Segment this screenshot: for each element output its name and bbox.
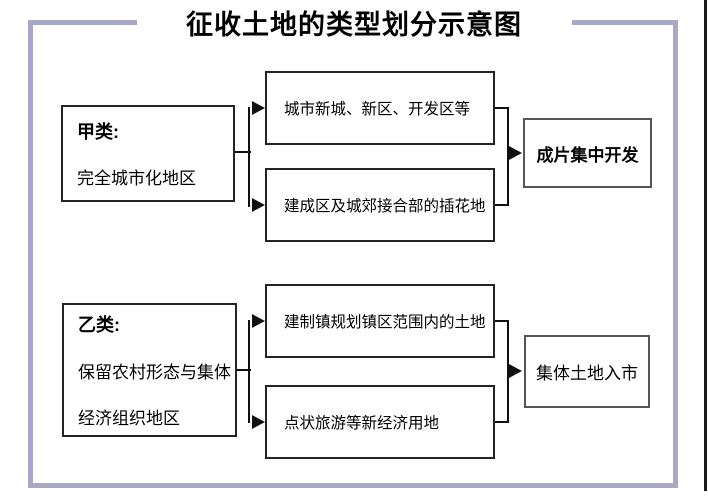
branch-a2-label: 建成区及城郊接合部的插花地 [284,198,486,215]
category-a-heading: 甲类: [77,122,119,142]
box-result-a: 成片集中开发 [523,118,652,188]
result-a-label: 成片集中开发 [536,145,639,165]
box-branch-a1: 城市新城、新区、开发区等 [265,71,495,145]
connector-line [507,107,509,206]
connector-line [495,204,509,206]
connector-line [235,151,251,153]
branch-b2-label: 点状旅游等新经济用地 [284,415,440,432]
connector-line [248,320,250,423]
box-branch-a2: 建成区及城郊接合部的插花地 [265,168,495,242]
box-result-b: 集体土地入市 [524,335,650,408]
branch-a1-label: 城市新城、新区、开发区等 [284,101,471,118]
right-edge-line [704,0,707,491]
arrow-right-icon [252,101,265,115]
category-b-description-line1: 保留农村形态与集体 [78,363,231,382]
connector-line [495,107,509,109]
arrow-right-icon [252,198,265,212]
box-branch-b1: 建制镇规划镇区范围内的土地 [265,284,495,358]
outer-frame [28,20,678,488]
title-rule-left [28,20,137,25]
box-branch-b2: 点状旅游等新经济用地 [265,385,495,459]
category-b-heading: 乙类: [78,315,120,335]
category-b-description-line2: 经济组织地区 [78,409,180,428]
arrow-right-icon [252,314,265,328]
connector-line [507,320,509,423]
connector-line [495,320,509,322]
box-category-a: 甲类: 完全城市化地区 [61,105,235,202]
arrow-right-icon [509,146,522,160]
branch-b1-label: 建制镇规划镇区范围内的土地 [284,314,486,331]
connector-line [495,421,509,423]
result-b-label: 集体土地入市 [536,364,638,383]
arrow-right-icon [509,364,522,378]
title-rule-right [572,20,678,25]
diagram-title: 征收土地的类型划分示意图 [186,10,522,40]
category-a-description: 完全城市化地区 [77,169,196,188]
box-category-b: 乙类: 保留农村形态与集体 经济组织地区 [62,303,237,437]
arrow-right-icon [252,415,265,429]
connector-line [237,369,251,371]
connector-line [248,107,250,207]
